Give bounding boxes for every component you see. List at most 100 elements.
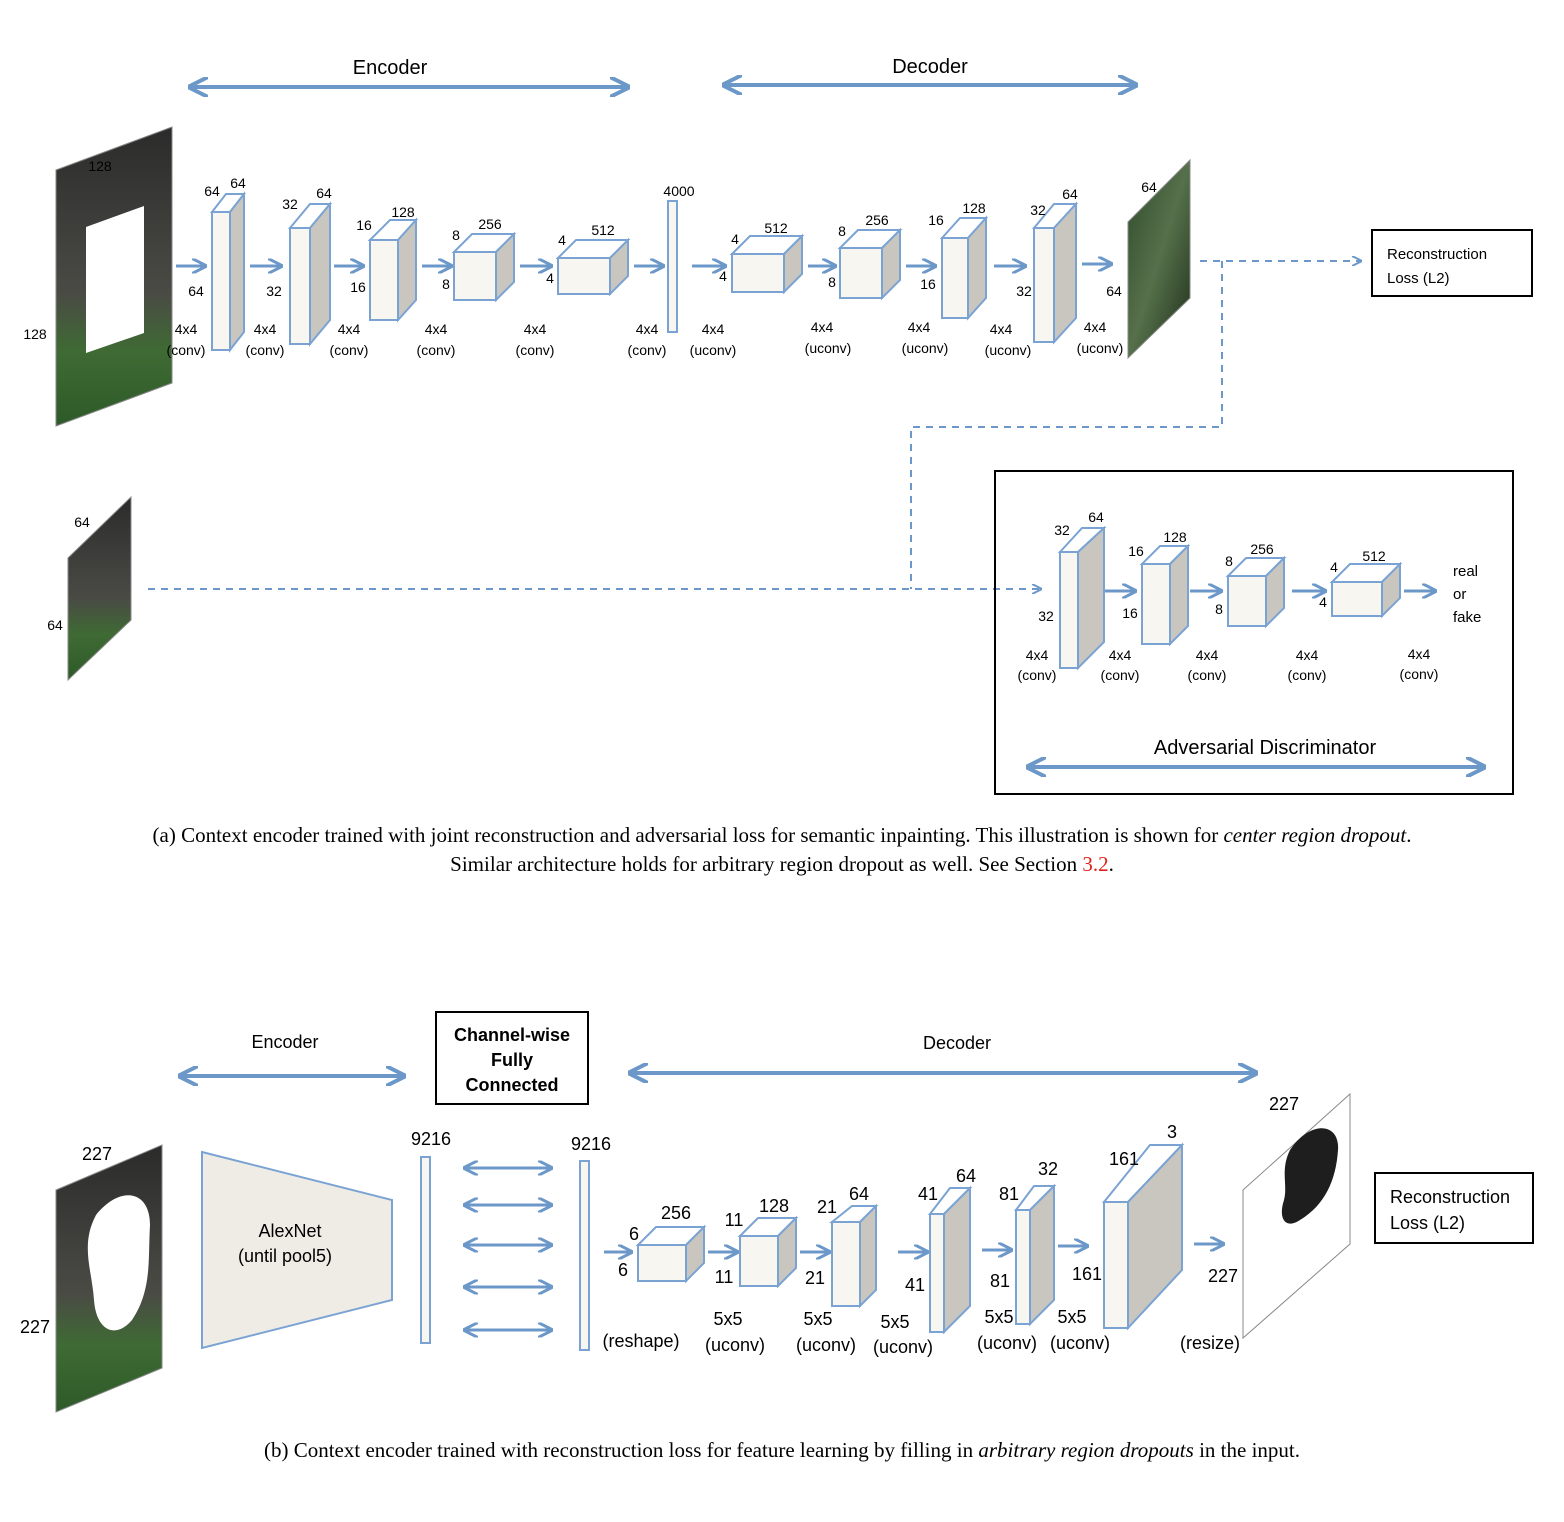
output-kind: (uconv) [1077, 340, 1124, 356]
decoder-b-label: Decoder [923, 1033, 991, 1053]
decb3-top: 64 [849, 1184, 869, 1204]
encoder-b-label: Encoder [251, 1032, 318, 1052]
enc5-side-label: 4 [546, 270, 554, 286]
disc2-kind: (conv) [1101, 667, 1140, 683]
decb6-front: 161 [1109, 1149, 1139, 1169]
disc2-op: 4x4 [1109, 647, 1132, 663]
disc4-top-label: 512 [1362, 548, 1386, 564]
reconstruction-loss-box-a [1371, 229, 1533, 297]
real-patch [67, 495, 132, 682]
enc2-op: 4x4 [254, 321, 277, 337]
dec4-front-label: 32 [1030, 202, 1046, 218]
decb2-op: 5x5 [713, 1309, 742, 1329]
disc3-top-label: 256 [1250, 541, 1274, 557]
flow-arrows-a [176, 264, 1110, 266]
loss-b-line2: Loss (L2) [1390, 1213, 1465, 1233]
disc1-side-label: 32 [1038, 608, 1054, 624]
decb3-front: 21 [817, 1197, 837, 1217]
decb4-side: 41 [905, 1275, 925, 1295]
dec3-kind: (uconv) [902, 340, 949, 356]
enc3-top-label: 128 [391, 204, 415, 220]
dec4-kind: (uconv) [985, 342, 1032, 358]
input-image-b [55, 1144, 163, 1413]
enc4-top-label: 256 [478, 216, 502, 232]
disc4-side-label: 4 [1319, 594, 1327, 610]
dec3-front-label: 16 [928, 212, 944, 228]
channel-wise-arrows [466, 1168, 550, 1330]
enc1-top-label: 64 [230, 175, 246, 191]
real-patch-height: 64 [47, 617, 63, 633]
decoder-layer-1 [729, 233, 805, 295]
decoder-b-layer-3 [829, 1203, 879, 1309]
loss-a-line1: Reconstruction [1387, 246, 1487, 263]
decb2-top: 128 [759, 1196, 789, 1216]
disc4-front-label: 4 [1330, 559, 1338, 575]
channel-wise-fc-box [435, 1011, 589, 1105]
dec2-front-label: 8 [838, 223, 846, 239]
decb3-side: 21 [805, 1268, 825, 1288]
encoder-layer-2 [287, 201, 333, 347]
bottleneck-kind: (conv) [628, 342, 667, 358]
loss-b-line1: Reconstruction [1390, 1187, 1510, 1207]
disc1-kind: (conv) [1018, 667, 1057, 683]
caption-b: (b) Context encoder trained with reconst… [263, 1438, 1300, 1462]
enc5-front-label: 4 [558, 232, 566, 248]
bottleneck-size-label: 4000 [663, 183, 694, 199]
encoder-layer-1 [209, 191, 247, 353]
disc-output-real: real [1453, 563, 1478, 580]
decoder-b-layer-2 [737, 1215, 799, 1289]
dec1-top-label: 512 [764, 220, 788, 236]
decb5-front: 81 [999, 1184, 1019, 1204]
enc4-side-label: 8 [442, 276, 450, 292]
feature-in-size: 9216 [411, 1129, 451, 1149]
dec1-front-label: 4 [731, 231, 739, 247]
disc4-kind: (conv) [1288, 667, 1327, 683]
disc2-side-label: 16 [1122, 605, 1138, 621]
enc1-front-label: 64 [204, 183, 220, 199]
enc4-front-label: 8 [452, 227, 460, 243]
disc1-top-label: 64 [1088, 509, 1104, 525]
enc4-kind: (conv) [417, 342, 456, 358]
decb2-side: 11 [715, 1267, 734, 1287]
feature-out-vector [579, 1160, 590, 1351]
decb1-top: 256 [661, 1203, 691, 1223]
dec4-side-label: 32 [1016, 283, 1032, 299]
enc5-kind: (conv) [516, 342, 555, 358]
encoder-layer-5 [555, 237, 631, 297]
dec3-side-label: 16 [920, 276, 936, 292]
dec1-side-label: 4 [719, 268, 727, 284]
disc-layer-1 [1057, 525, 1107, 671]
decb5-op: 5x5 [984, 1307, 1013, 1327]
discriminator-box [994, 470, 1514, 795]
disc-last-op: 4x4 [1408, 646, 1431, 662]
flow-arrows-b [604, 1244, 1222, 1252]
input-b-height: 227 [20, 1317, 50, 1337]
enc3-op: 4x4 [338, 321, 361, 337]
decoder-b-layer-6 [1101, 1142, 1185, 1331]
decoder-layer-4 [1031, 201, 1079, 345]
disc1-front-label: 32 [1054, 522, 1070, 538]
disc-output-fake: fake [1453, 609, 1481, 626]
decb3-op: 5x5 [803, 1309, 832, 1329]
enc1-op: 4x4 [175, 321, 198, 337]
decb5-top: 32 [1038, 1159, 1058, 1179]
decb2-front: 11 [725, 1210, 744, 1230]
dec1-kind: (uconv) [690, 342, 737, 358]
encoder-label: Encoder [353, 57, 428, 79]
fc-box-line2: Fully [491, 1050, 533, 1070]
discriminator-title: Adversarial Discriminator [1154, 737, 1377, 759]
dec4-op: 4x4 [990, 321, 1013, 337]
decoder-b-layer-1 [635, 1224, 707, 1284]
decoder-layer-2 [837, 227, 903, 301]
enc1-kind: (conv) [167, 342, 206, 358]
disc-output-or: or [1453, 586, 1466, 603]
decb3-kind: (uconv) [796, 1335, 856, 1355]
enc4-op: 4x4 [425, 321, 448, 337]
output-top-label: 64 [1141, 179, 1157, 195]
decoder-label: Decoder [892, 56, 968, 78]
output-side-label: 64 [1106, 283, 1122, 299]
dec4-top-label: 64 [1062, 186, 1078, 202]
output-patch [1127, 158, 1191, 360]
feature-out-size: 9216 [571, 1134, 611, 1154]
decb6-op: 5x5 [1057, 1307, 1086, 1327]
